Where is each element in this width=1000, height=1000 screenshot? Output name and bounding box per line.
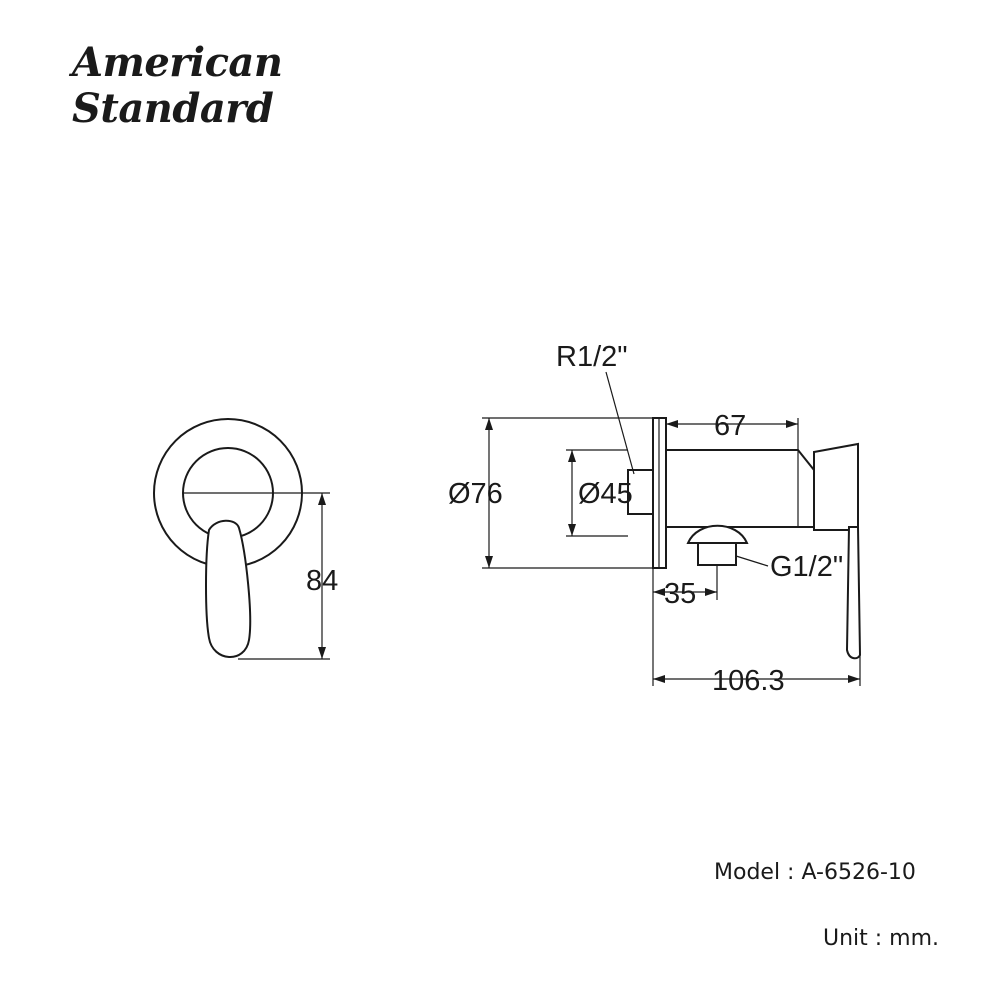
diameter-outer-arrow-top (485, 418, 493, 430)
unit-label: Unit : mm. (823, 926, 940, 951)
brand-line-1: American (72, 39, 283, 86)
outlet-thread-label: G1/2" (770, 551, 843, 583)
front-view: 84 (153, 418, 338, 660)
outlet-nut (697, 542, 737, 566)
height-arrow-top (318, 493, 326, 505)
height-arrow-bottom (318, 647, 326, 659)
inlet-thread-leader (605, 371, 635, 475)
diameter-inner-arrow-top (568, 450, 576, 462)
brand-logo: American Standard (72, 39, 283, 132)
outlet-offset-arrow-right (705, 588, 717, 596)
valve-body (665, 449, 815, 528)
height-label: 84 (306, 565, 338, 597)
outlet-offset-arrow-left (653, 588, 665, 596)
lever-blade (845, 526, 862, 660)
diameter-inner-arrow-bottom (568, 524, 576, 536)
lever-cap (813, 442, 859, 531)
outlet-dome (686, 524, 749, 544)
inlet-stub (627, 469, 654, 515)
total-depth-arrow-left (653, 675, 665, 683)
inlet-thread-label: R1/2" (556, 341, 628, 373)
body-length-arrow-right (786, 420, 798, 428)
body-length-arrow-left (666, 420, 678, 428)
brand-line-2: Standard (72, 85, 274, 132)
side-view: R1/2" Ø76 Ø45 67 G1/2" 35 (448, 341, 862, 697)
total-depth-arrow-right (848, 675, 860, 683)
diameter-inner-label: Ø45 (578, 478, 633, 510)
diameter-outer-arrow-bottom (485, 556, 493, 568)
lever-handle (205, 519, 252, 658)
body-length-label: 67 (714, 410, 746, 442)
total-depth-label: 106.3 (712, 665, 785, 697)
model-number: Model : A-6526-10 (714, 860, 916, 885)
outlet-thread-leader (735, 555, 769, 567)
outlet-offset-label: 35 (664, 578, 696, 610)
diameter-outer-label: Ø76 (448, 478, 503, 510)
